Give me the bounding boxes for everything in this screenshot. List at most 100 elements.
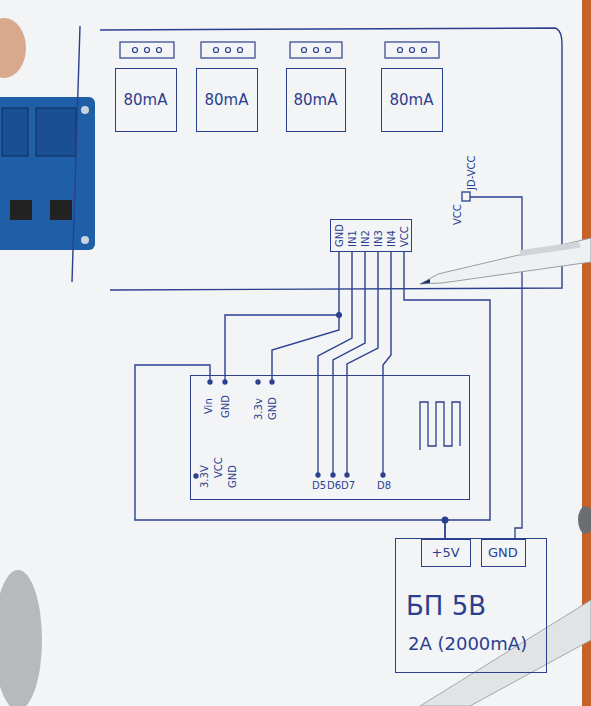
- pen: [420, 279, 430, 284]
- pin-label: GND: [227, 465, 239, 488]
- nodemcu-board: VinGND3.3vGND3.3VVCCGNDD5D6D7D8: [190, 375, 470, 500]
- pin-label: GND: [220, 395, 232, 418]
- pin-label: D7: [341, 480, 355, 492]
- junction-dot: [336, 312, 449, 524]
- board-pin: [256, 380, 260, 384]
- board-pin: [346, 375, 347, 474]
- terminal-block: [133, 48, 138, 53]
- pin-label: IN4: [386, 230, 398, 247]
- wire: [135, 365, 445, 539]
- wire: [225, 252, 339, 375]
- board-pin: [316, 473, 320, 477]
- power-supply: БП 5В 2A (2000mA) +5V GND: [395, 538, 547, 673]
- gnd-branch-wire: [272, 315, 339, 383]
- pen: [420, 238, 591, 284]
- board-pin: [381, 473, 385, 477]
- relay-module-photo: [50, 200, 72, 220]
- terminal-block: [120, 42, 174, 58]
- antenna-trace: [420, 402, 460, 450]
- antenna-trace: [420, 402, 460, 450]
- node-text: 80mA: [205, 91, 249, 109]
- node-text: GND: [488, 545, 518, 561]
- pin-label: VCC: [213, 457, 225, 478]
- terminal-block: [157, 48, 162, 53]
- relay-box: 80mA: [381, 68, 443, 132]
- pin-label: D6: [327, 480, 341, 492]
- relay-module-photo: [36, 108, 76, 156]
- pin-header: GNDIN1IN2IN3IN4VCC: [330, 219, 412, 252]
- grey-clamp: [0, 506, 591, 706]
- node-text: 2A (2000mA): [408, 633, 527, 655]
- terminal-block: [385, 42, 439, 58]
- pin-label: GND: [334, 224, 346, 247]
- board-pin: [194, 474, 198, 478]
- relay-module-photo: [0, 97, 95, 250]
- pin-label: IN1: [347, 230, 359, 247]
- pin-label: D5: [312, 480, 326, 492]
- jumper: [470, 197, 522, 538]
- terminal-block: [214, 48, 219, 53]
- jumper-label: VCC: [452, 204, 464, 225]
- board-pin: [332, 375, 333, 474]
- board-pin: [345, 473, 349, 477]
- terminal-block: [326, 48, 331, 53]
- board-pin: [270, 380, 274, 384]
- terminal-block: [145, 48, 150, 53]
- relay-module-photo: [81, 106, 89, 114]
- terminal-block: [120, 42, 439, 58]
- pin-label: GND: [267, 397, 279, 420]
- relay-module-photo: [10, 200, 32, 220]
- gnd-branch-wire: [272, 315, 339, 383]
- wire: [318, 252, 352, 375]
- pen: [520, 242, 580, 256]
- terminal-block: [238, 48, 243, 53]
- supply-terminal: GND: [481, 539, 526, 567]
- supply-terminal: +5V: [421, 539, 471, 567]
- relay-module-outline: [100, 28, 562, 290]
- pin-label: D8: [377, 480, 391, 492]
- board-pin: [208, 380, 212, 384]
- jumper-label: JD-VCC: [466, 156, 478, 190]
- terminal-block: [410, 48, 415, 53]
- jumper: [462, 192, 522, 538]
- terminal-block: [226, 48, 231, 53]
- pin-label: IN2: [360, 230, 372, 247]
- board-pin: [331, 473, 335, 477]
- relay-module-photo: [81, 236, 89, 244]
- wire: [404, 252, 490, 539]
- pen: [420, 238, 591, 284]
- pin-label: 3.3V: [199, 465, 211, 488]
- relay-module-photo: [0, 97, 95, 250]
- relay-box: 80mA: [115, 68, 177, 132]
- table-edge: [582, 0, 591, 706]
- node-text: 80mA: [294, 91, 338, 109]
- pin-label: VCC: [399, 226, 411, 247]
- jumper: [462, 192, 470, 201]
- node-text: 80mA: [124, 91, 168, 109]
- board-pin: [194, 375, 385, 478]
- relay-module-photo: [2, 108, 28, 156]
- node-text: 80mA: [390, 91, 434, 109]
- terminal-block: [201, 42, 255, 58]
- finger: [0, 18, 26, 78]
- terminal-block: [398, 48, 403, 53]
- pin-label: 3.3v: [253, 398, 265, 420]
- board-pin: [223, 380, 227, 384]
- relay-module-outline: [72, 26, 562, 290]
- grey-clamp: [0, 570, 42, 706]
- terminal-block: [302, 48, 307, 53]
- pin-label: Vin: [203, 398, 215, 414]
- board-pin: [382, 375, 383, 474]
- board-pin: [317, 375, 318, 474]
- terminal-block: [314, 48, 319, 53]
- node-text: БП 5В: [406, 591, 486, 622]
- relay-box: 80mA: [286, 68, 346, 132]
- terminal-block: [290, 42, 342, 58]
- relay-module-outline: [72, 26, 80, 282]
- wire: [347, 252, 378, 375]
- grey-clamp: [578, 506, 591, 534]
- relay-box: 80mA: [196, 68, 258, 132]
